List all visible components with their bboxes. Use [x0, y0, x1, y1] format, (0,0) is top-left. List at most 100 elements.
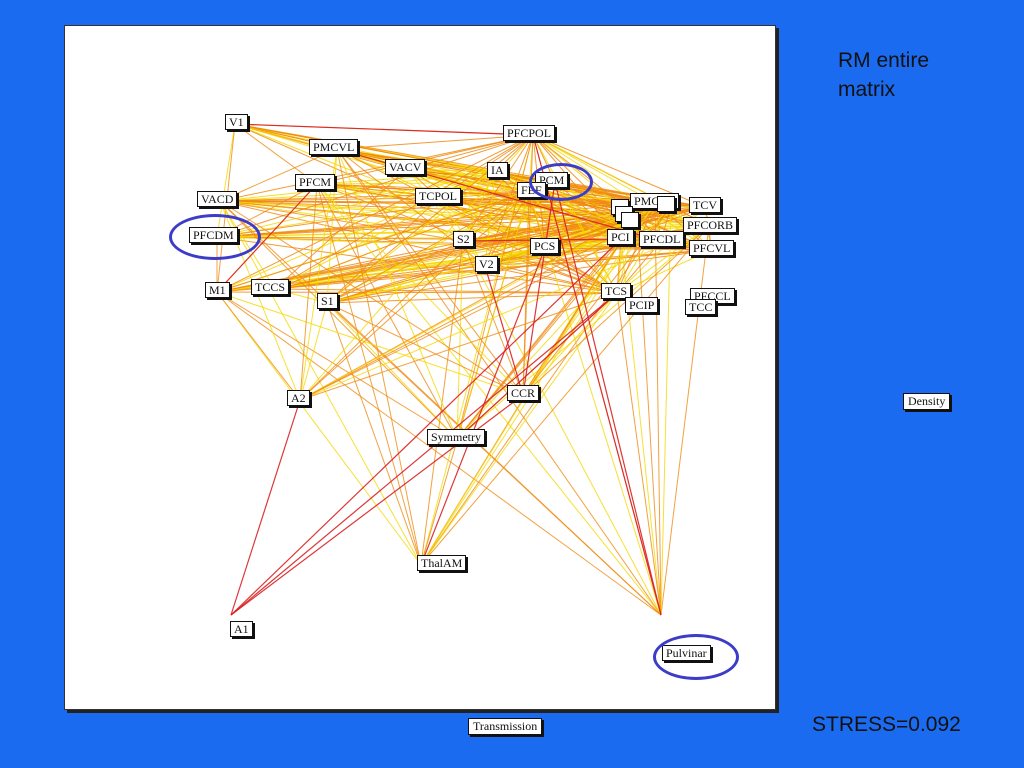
edge	[616, 205, 672, 294]
slide-title: RM entire matrix	[838, 49, 930, 101]
edge	[230, 394, 524, 616]
node-pfcorb[interactable]: PFCORB	[683, 217, 738, 233]
edge	[522, 225, 710, 396]
edge	[616, 249, 712, 294]
node-v1[interactable]: V1	[225, 114, 248, 130]
node-pci[interactable]: PCI	[607, 229, 634, 245]
node-overlap-3[interactable]	[621, 212, 639, 228]
node-ia[interactable]: IA	[487, 162, 508, 178]
edge	[219, 181, 556, 202]
node-tccs[interactable]: TCCS	[251, 279, 290, 295]
edge	[216, 171, 496, 238]
edge	[216, 291, 422, 566]
node-pmcvl[interactable]: PMCVL	[309, 139, 359, 155]
stress-value: STRESS=0.092	[812, 713, 961, 736]
edge	[528, 191, 618, 294]
node-fef[interactable]: FEF	[517, 182, 546, 198]
edge	[219, 134, 534, 202]
edge	[299, 240, 464, 401]
edge	[326, 191, 530, 304]
edge	[636, 215, 662, 616]
node-tcs[interactable]: TCS	[601, 283, 632, 299]
node-s2[interactable]: S2	[453, 231, 474, 247]
edge	[494, 171, 546, 249]
edge	[494, 171, 622, 240]
edge	[216, 123, 236, 293]
node-tcc[interactable]: TCC	[685, 299, 717, 315]
transmission-axis-label[interactable]: Transmission	[468, 718, 543, 735]
node-thalam[interactable]: ThalAM	[417, 555, 467, 571]
edge	[326, 148, 338, 304]
edge	[660, 205, 672, 616]
edge	[216, 123, 236, 238]
edge	[532, 134, 712, 251]
node-vacv[interactable]: VACV	[385, 159, 426, 175]
edge	[316, 183, 422, 566]
node-pfcdm[interactable]: PFCDM	[189, 227, 238, 243]
node-pfcm[interactable]: PFCM	[295, 174, 336, 190]
node-vacd[interactable]: VACD	[197, 191, 238, 207]
edge	[216, 215, 638, 238]
node-v2[interactable]: V2	[475, 256, 498, 272]
edge	[216, 205, 672, 293]
edge	[219, 191, 530, 202]
node-overlap-4[interactable]	[657, 196, 675, 212]
edge	[326, 181, 556, 304]
node-pfcvl[interactable]: PFCVL	[689, 240, 735, 256]
edge	[326, 197, 440, 304]
edge-network	[216, 123, 712, 616]
node-tcv[interactable]: TCV	[689, 197, 721, 213]
edge	[326, 240, 464, 304]
edge	[274, 191, 530, 290]
edge	[219, 200, 464, 242]
edge	[420, 134, 534, 566]
edge	[219, 200, 524, 396]
edge	[326, 302, 458, 440]
edge	[216, 134, 534, 238]
node-m1[interactable]: M1	[205, 282, 230, 298]
edge	[216, 291, 524, 396]
edge	[316, 183, 458, 440]
node-a2[interactable]: A2	[287, 390, 310, 406]
edge	[274, 168, 408, 290]
node-pfcdl[interactable]: PFCDL	[639, 231, 685, 247]
edge	[484, 191, 530, 267]
node-ccr[interactable]: CCR	[507, 385, 540, 401]
density-axis-label[interactable]: Density	[903, 393, 951, 410]
node-pcip[interactable]: PCIP	[625, 297, 659, 313]
edge	[326, 292, 618, 304]
edge	[216, 183, 318, 293]
edge	[616, 292, 662, 616]
edge	[522, 181, 556, 396]
node-a1[interactable]: A1	[230, 621, 253, 637]
node-symmetry[interactable]: Symmetry	[427, 429, 485, 445]
edge	[484, 171, 496, 267]
edge	[456, 240, 464, 440]
edge	[216, 205, 672, 238]
edge	[522, 191, 530, 396]
edge	[230, 238, 622, 616]
node-pulvinar[interactable]: Pulvinar	[662, 645, 711, 661]
edge	[299, 292, 618, 401]
edge	[299, 148, 338, 401]
edge	[462, 134, 534, 242]
edge	[230, 292, 618, 616]
edge	[420, 202, 656, 566]
edge	[554, 181, 662, 616]
edge	[326, 240, 662, 304]
edge	[420, 247, 546, 566]
edge	[456, 205, 672, 440]
edge	[406, 168, 464, 242]
edge	[299, 183, 318, 401]
node-pfcpol[interactable]: PFCPOL	[503, 125, 556, 141]
mds-graph-panel: V1 PFCPOL PMCVL VACV IA PCM PFCM FEF TCP…	[64, 25, 776, 710]
node-pcs[interactable]: PCS	[530, 238, 560, 254]
edge	[456, 225, 710, 440]
edge	[326, 247, 546, 304]
node-s1[interactable]: S1	[317, 293, 338, 309]
node-tcpol[interactable]: TCPOL	[415, 188, 462, 204]
edge	[456, 292, 618, 440]
edge	[234, 123, 706, 208]
edge	[299, 134, 534, 401]
edge	[336, 148, 662, 616]
